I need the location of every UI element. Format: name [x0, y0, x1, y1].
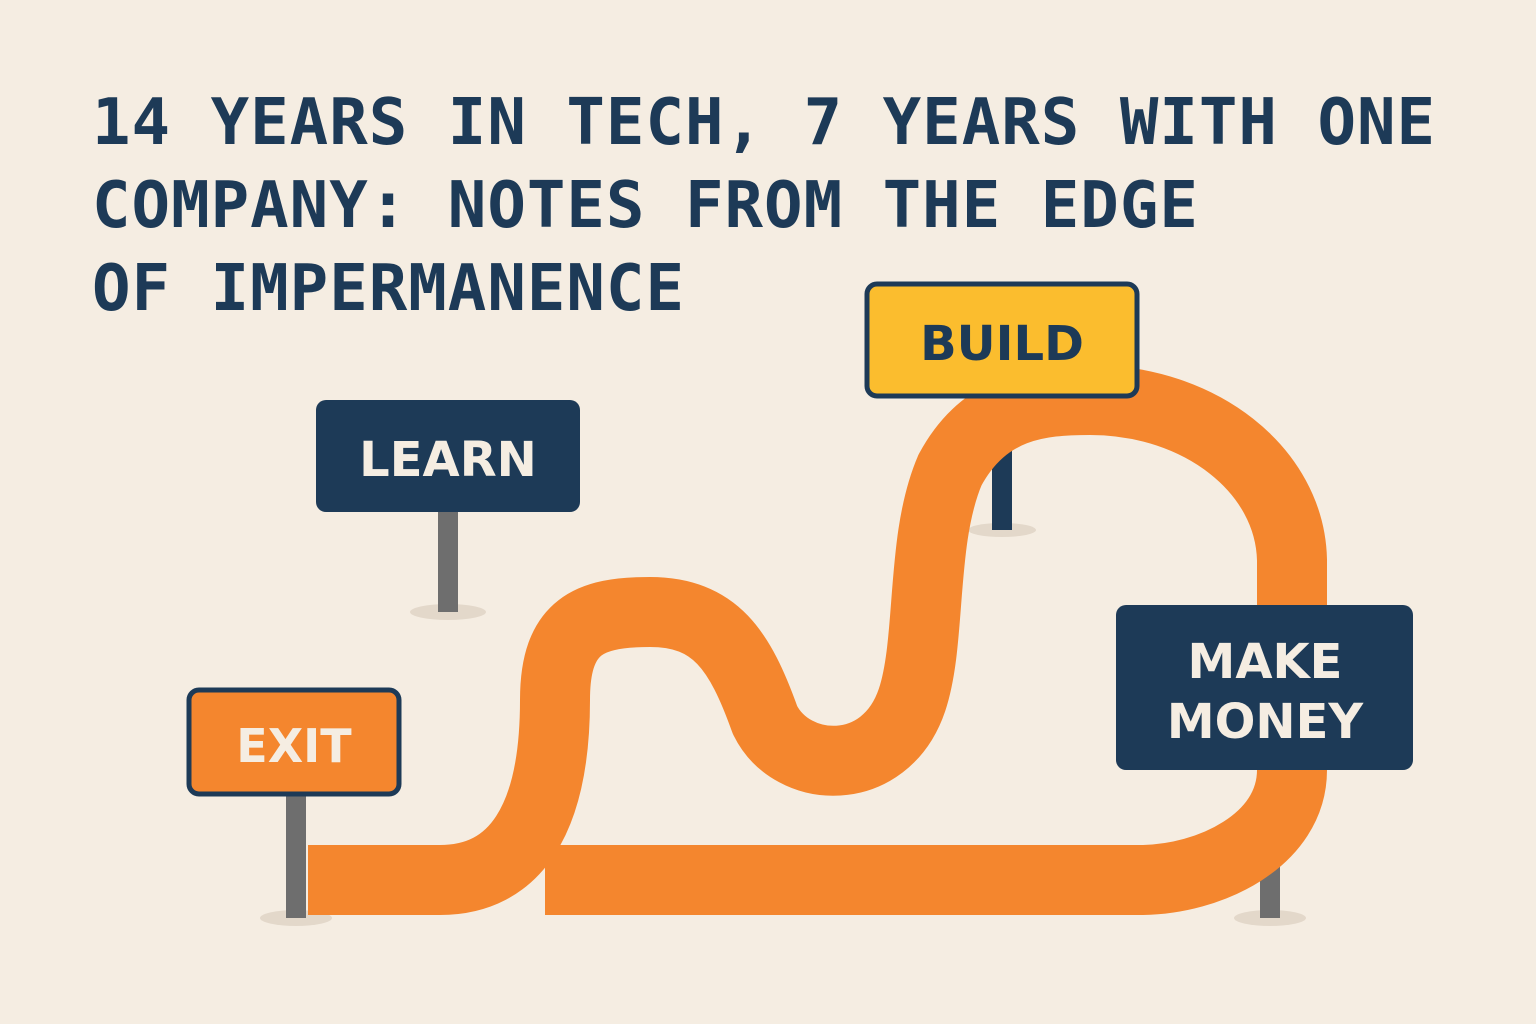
title-line-2: COMPANY: NOTES FROM THE EDGE: [92, 169, 1199, 243]
page-title: 14 YEARS IN TECH, 7 YEARS WITH ONE COMPA…: [92, 82, 1492, 331]
career-road: [308, 365, 1327, 915]
learn-sign-label: LEARN: [359, 432, 537, 488]
make-money-sign: MAKE MONEY: [1116, 605, 1413, 770]
build-sign-label: BUILD: [920, 316, 1084, 372]
title-line-3: OF IMPERMANENCE: [92, 252, 685, 326]
learn-sign: LEARN: [316, 400, 580, 512]
exit-post: [286, 790, 306, 918]
build-sign: BUILD: [864, 281, 1140, 399]
exit-sign-label: EXIT: [236, 719, 352, 773]
make-money-sign-line-2: MONEY: [1167, 694, 1365, 750]
title-line-1: 14 YEARS IN TECH, 7 YEARS WITH ONE: [92, 86, 1437, 160]
make-money-sign-line-1: MAKE: [1188, 634, 1343, 690]
exit-sign: EXIT: [186, 687, 402, 797]
learn-post: [438, 510, 458, 612]
